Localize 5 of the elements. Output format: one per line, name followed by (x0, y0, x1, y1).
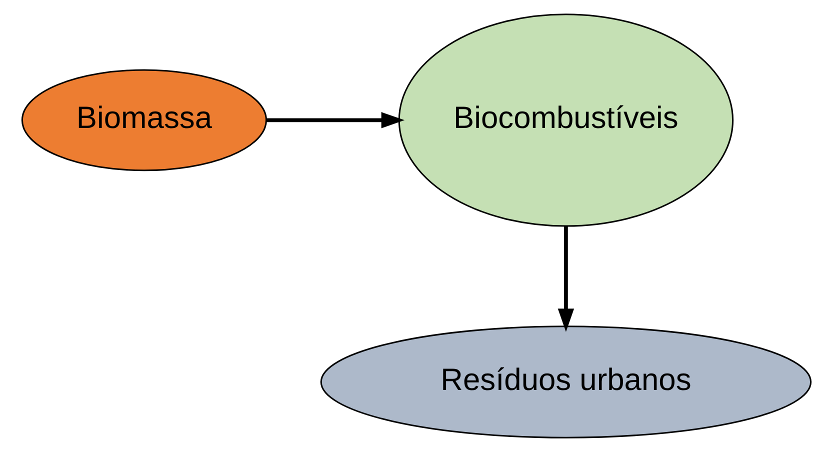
arrow (266, 112, 405, 128)
node-ellipse: Resíduos urbanos (320, 326, 812, 438)
arrow (558, 226, 574, 332)
node-ellipse: Biocombustíveis (398, 14, 734, 227)
node-ellipse: Biomassa (21, 69, 268, 172)
